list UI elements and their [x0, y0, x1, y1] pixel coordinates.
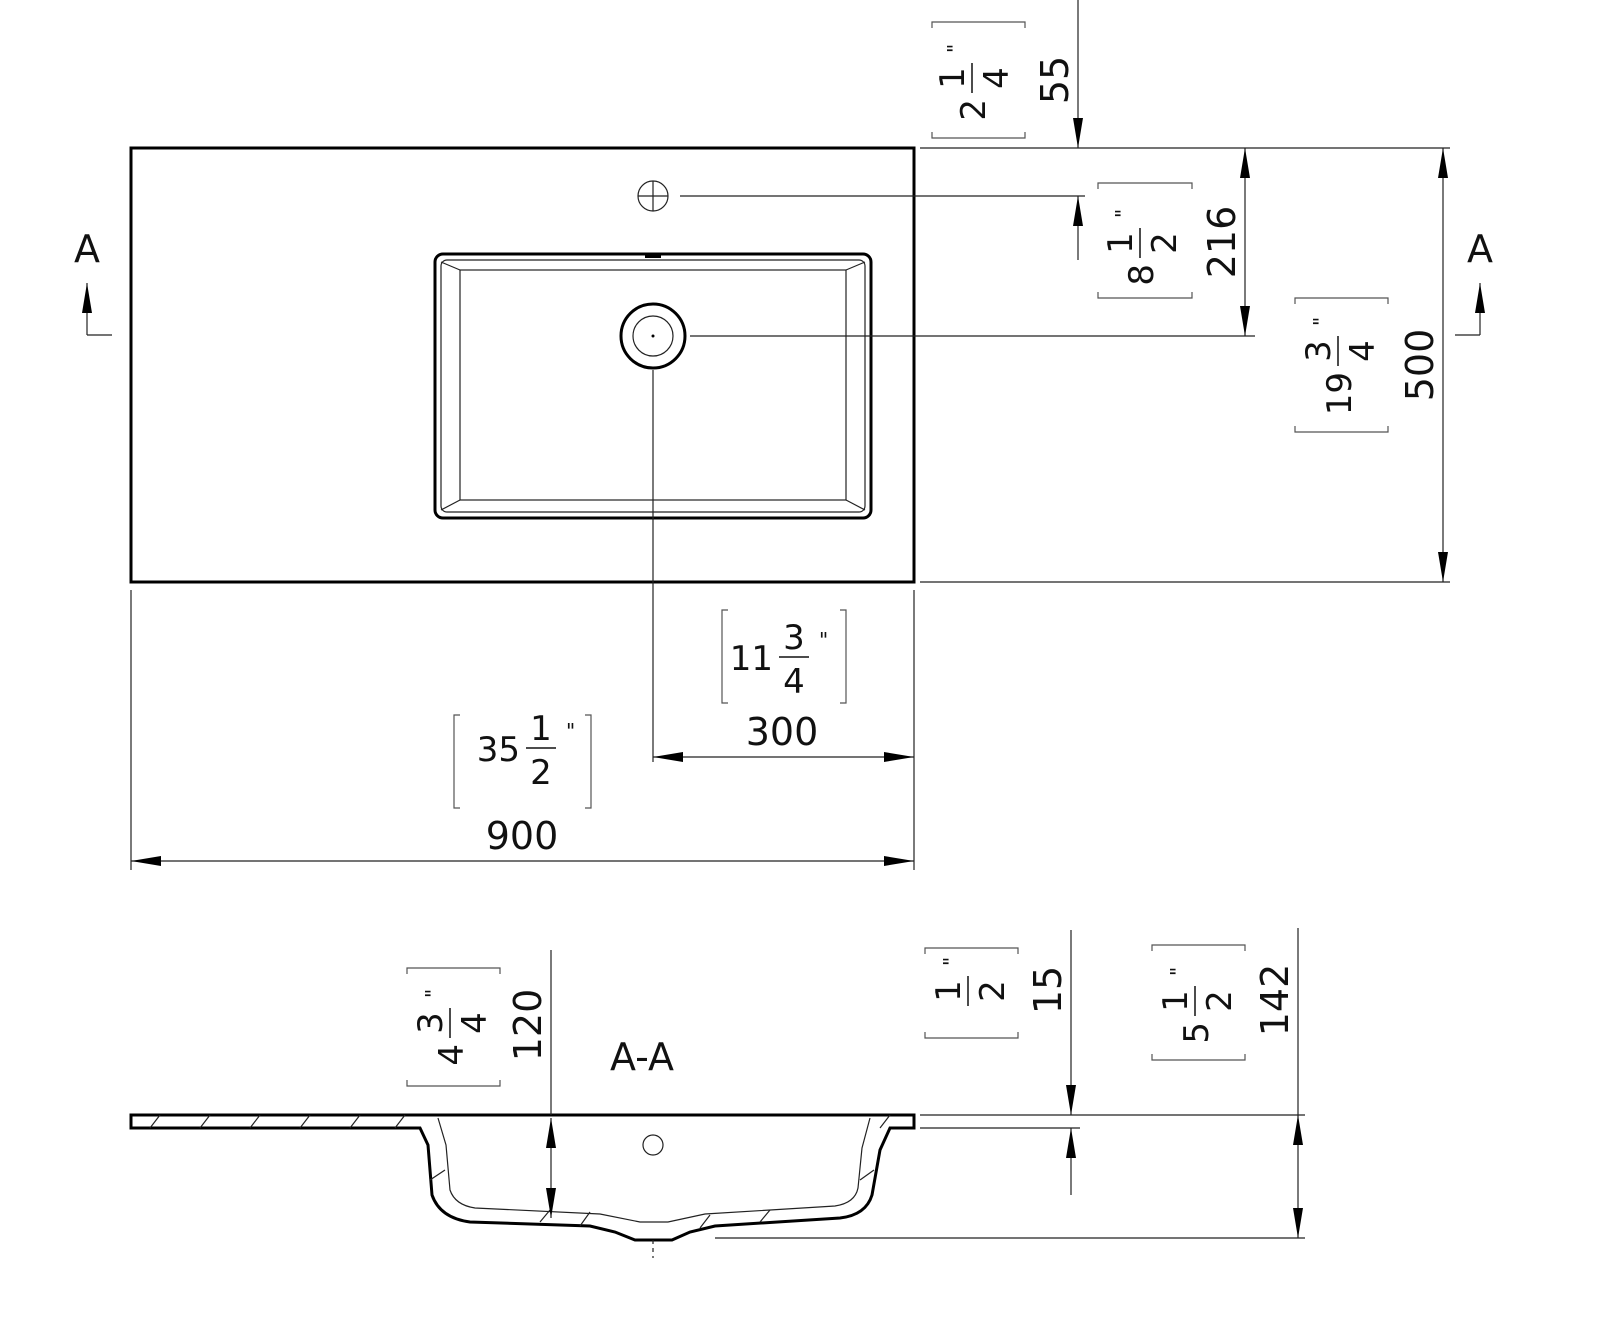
- section-letter-left: A: [74, 227, 100, 271]
- fraction-den: 4: [783, 662, 805, 702]
- dim-15-mm: 15: [1026, 966, 1070, 1014]
- dimension-142: 142: [1253, 928, 1303, 1238]
- drain: [619, 302, 687, 370]
- dimension-500: 500: [1398, 148, 1448, 582]
- countertop-outline: [129, 146, 916, 584]
- dimension-15: 15: [1026, 930, 1076, 1195]
- dimension-300: 300: [653, 710, 914, 762]
- dimension-bracket: [453, 714, 592, 809]
- dim-500-mm: 500: [1398, 329, 1442, 402]
- fraction-whole: 11: [730, 639, 773, 679]
- dim-900-mm: 900: [486, 814, 559, 858]
- fraction-num: 1: [1101, 232, 1141, 254]
- dimension-bracket: [721, 609, 847, 704]
- dimension-55: 55: [1033, 0, 1083, 260]
- fraction-whole: 8: [1122, 264, 1162, 286]
- fraction-inch: ": [421, 989, 445, 998]
- dim-300-mm: 300: [746, 710, 819, 754]
- dimension-bracket: [1097, 182, 1193, 299]
- section-title: A-A: [610, 1035, 674, 1079]
- fraction-den: 2: [973, 980, 1013, 1002]
- fraction-den: 2: [1145, 232, 1185, 254]
- fraction-whole: 4: [432, 1044, 472, 1066]
- fraction-whole: 5: [1177, 1022, 1217, 1044]
- fraction-num: 3: [411, 1012, 451, 1034]
- fraction-den: 4: [455, 1012, 495, 1034]
- fraction-inch: ": [819, 628, 828, 652]
- section-profile: [129, 1113, 916, 1242]
- section-view: A-A 120 15: [129, 928, 1305, 1258]
- section-marker-right: A: [1455, 227, 1493, 336]
- dim-120-mm: 120: [506, 989, 550, 1062]
- fraction-whole: 35: [477, 730, 520, 770]
- fraction-num: 1: [1156, 990, 1196, 1012]
- fraction-inch: ": [1111, 209, 1135, 218]
- dimension-120: 120: [506, 950, 556, 1218]
- fraction-whole: 19: [1320, 372, 1360, 415]
- section-letter-right: A: [1467, 227, 1493, 271]
- dimension-900: 900: [131, 814, 914, 866]
- dim-55-mm: 55: [1033, 56, 1077, 104]
- fraction-inch: ": [1166, 967, 1190, 976]
- dimension-bracket: [406, 967, 501, 1087]
- fraction-den: 2: [530, 753, 552, 793]
- fraction-den: 2: [1200, 990, 1240, 1012]
- section-tap-hole: [642, 1134, 664, 1156]
- hatching: [149, 1114, 891, 1229]
- top-view: 55 216 500 300 900 A A: [74, 0, 1493, 870]
- fraction-num: 3: [1299, 340, 1339, 362]
- fraction-num: 1: [929, 980, 969, 1002]
- fraction-num: 1: [933, 67, 973, 89]
- dim-142-mm: 142: [1253, 964, 1297, 1037]
- fraction-inch: ": [1309, 317, 1333, 326]
- section-marker-left: A: [74, 227, 112, 336]
- dim-216-mm: 216: [1200, 206, 1244, 279]
- extension-lines-section: [715, 1114, 1305, 1239]
- dimension-216: 216: [1200, 148, 1250, 336]
- fraction-inch: ": [939, 957, 963, 966]
- fraction-den: 4: [977, 67, 1017, 89]
- extension-lines: [130, 147, 1450, 870]
- fraction-num: 1: [530, 709, 552, 749]
- fraction-whole: 2: [954, 99, 994, 121]
- dimension-bracket: [924, 947, 1019, 1039]
- dimension-bracket: [1294, 297, 1389, 433]
- fraction-num: 3: [783, 618, 805, 658]
- fraction-inch: ": [566, 719, 575, 743]
- fraction-inch: ": [943, 44, 967, 53]
- tap-hole: [637, 180, 669, 212]
- dimension-bracket: [931, 21, 1026, 139]
- fraction-den: 4: [1343, 340, 1383, 362]
- dimension-bracket: [1151, 944, 1246, 1061]
